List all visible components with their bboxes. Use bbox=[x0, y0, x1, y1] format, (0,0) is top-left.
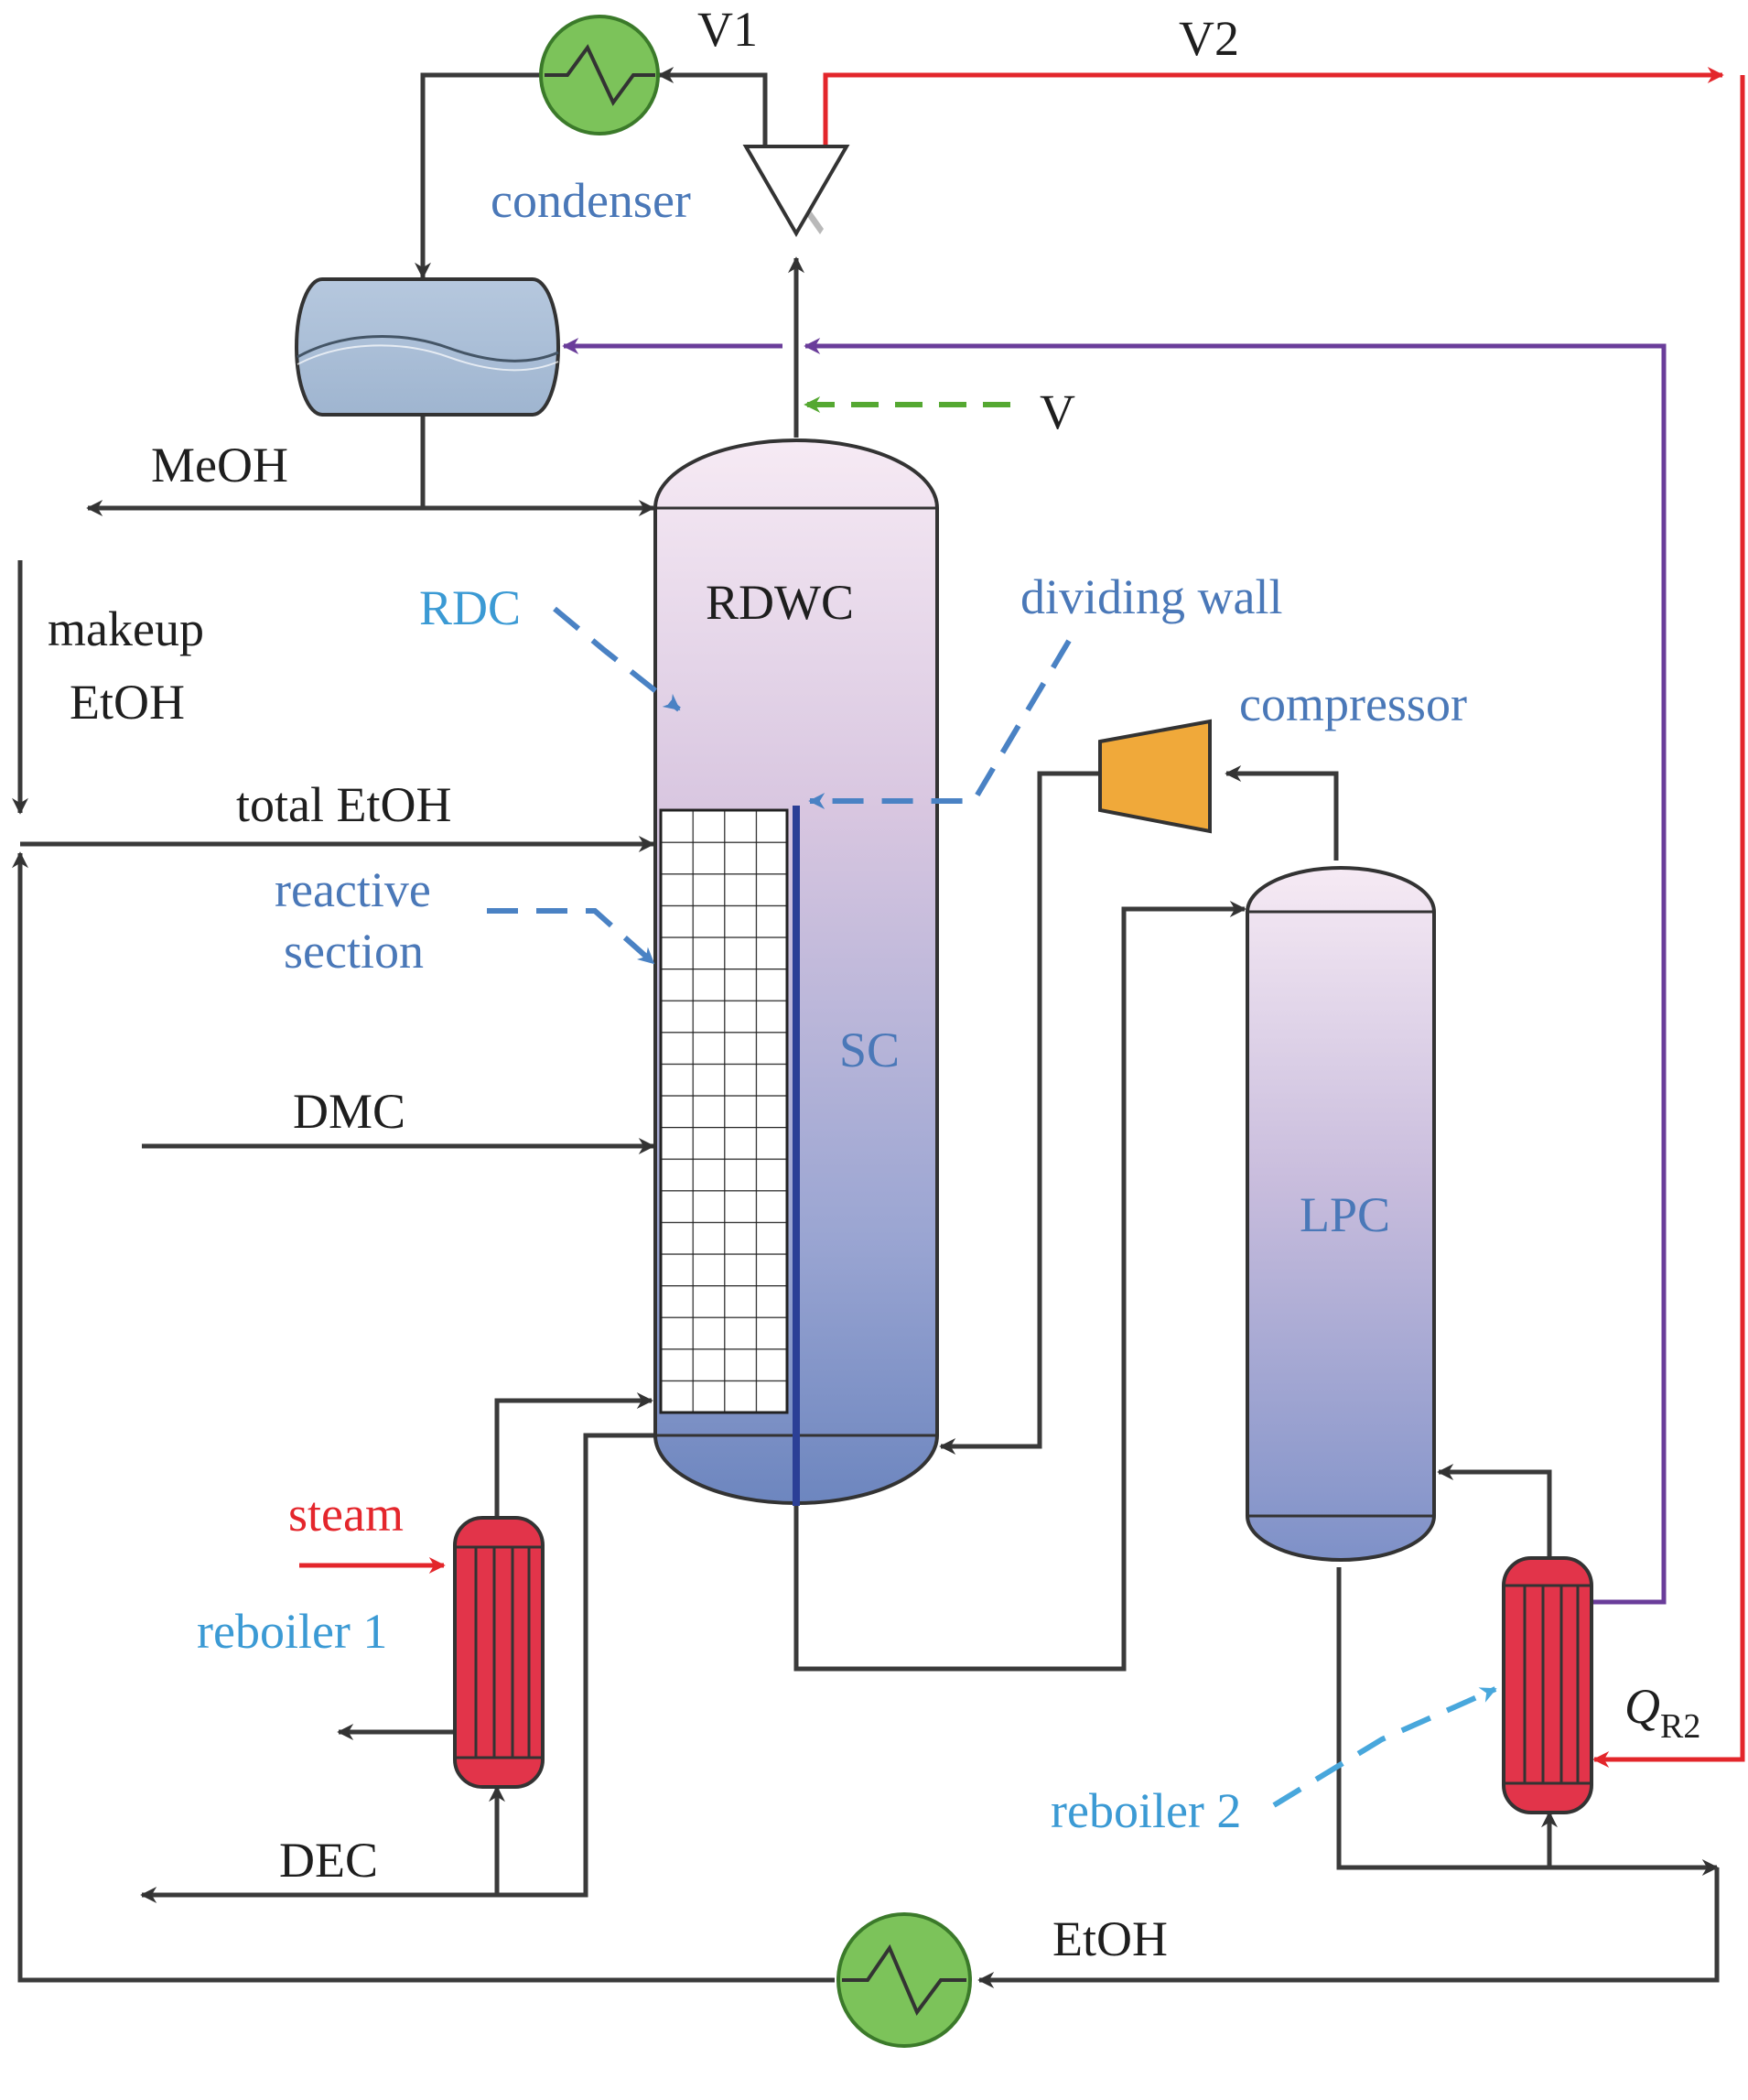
dividing-wall-callout-arrow bbox=[808, 639, 1072, 809]
etoh-label: EtOH bbox=[1052, 1911, 1168, 1966]
total-etoh-label: total EtOH bbox=[236, 777, 451, 832]
integration-return-line bbox=[804, 338, 1667, 1605]
reactive-section-packing bbox=[659, 808, 789, 1414]
reboiler2-vapor-line bbox=[1437, 1464, 1552, 1558]
reboiler-icon bbox=[1502, 1556, 1593, 1814]
v-label: V bbox=[1040, 384, 1075, 439]
process-pipes bbox=[11, 67, 1720, 1988]
compressor-icon bbox=[1098, 719, 1212, 834]
lpc-vapor-line bbox=[1225, 765, 1339, 861]
lpc-column bbox=[1246, 866, 1436, 1562]
compressor-outlet-line bbox=[939, 771, 1098, 1455]
dec-product-line bbox=[140, 1433, 657, 1903]
etoh-recycle-line bbox=[11, 851, 835, 1983]
compressor-label: compressor bbox=[1239, 677, 1467, 731]
makeup-label: makeup bbox=[48, 601, 204, 656]
section-label: section bbox=[284, 924, 424, 979]
makeup-etoh-label: EtOH bbox=[70, 675, 185, 730]
heat-integration-lines bbox=[562, 338, 1667, 1605]
v1-line bbox=[657, 67, 768, 148]
steam-label: steam bbox=[288, 1487, 404, 1542]
condenser-label: condenser bbox=[491, 173, 691, 228]
heat-exchanger-icon bbox=[539, 15, 660, 135]
meoh-label: MeOH bbox=[151, 438, 288, 493]
sc-label: SC bbox=[839, 1023, 900, 1077]
v1-label: V1 bbox=[697, 2, 758, 57]
rdwc-column bbox=[653, 438, 939, 1506]
condenser-to-drum-line bbox=[415, 72, 542, 279]
reflux-drum-icon bbox=[295, 277, 560, 417]
lpc-label: LPC bbox=[1300, 1187, 1390, 1242]
recompressed-vapor-lines bbox=[299, 67, 1745, 1768]
reactive-section-callout-arrow bbox=[487, 908, 655, 966]
v2-label: V2 bbox=[1179, 11, 1239, 66]
rdc-callout-arrow bbox=[553, 606, 681, 712]
reactive-label: reactive bbox=[275, 862, 431, 917]
reboiler1-vapor-line bbox=[494, 1392, 653, 1518]
qr2-line bbox=[1592, 75, 1745, 1768]
lpc-bottom-line bbox=[1336, 1567, 1549, 1870]
v2-line bbox=[823, 67, 1724, 148]
dividing-wall-label: dividing wall bbox=[1020, 569, 1282, 624]
dec-label: DEC bbox=[279, 1833, 378, 1888]
heat-exchanger-icon bbox=[836, 1912, 972, 2048]
stream-labels: V1 V2 V MeOH makeup EtOH total EtOH DMC … bbox=[48, 2, 1700, 1966]
equipment-labels: condenser RDC RDWC dividing wall compres… bbox=[197, 173, 1467, 1838]
qr2-label: QR2 bbox=[1624, 1679, 1700, 1746]
reboiler-icon bbox=[453, 1516, 545, 1789]
splitter-icon bbox=[742, 145, 850, 237]
rdc-label: RDC bbox=[419, 580, 521, 635]
reboiler-1-label: reboiler 1 bbox=[197, 1604, 387, 1659]
etoh-to-cooler-line bbox=[977, 1867, 1720, 1988]
sc-to-lpc-line bbox=[793, 901, 1246, 1672]
callout-arrows bbox=[487, 396, 1497, 1808]
dmc-label: DMC bbox=[293, 1084, 405, 1139]
reboiler2-callout-arrow bbox=[1272, 1686, 1497, 1808]
reboiler-2-label: reboiler 2 bbox=[1051, 1783, 1241, 1838]
rdwc-label: RDWC bbox=[706, 575, 854, 630]
